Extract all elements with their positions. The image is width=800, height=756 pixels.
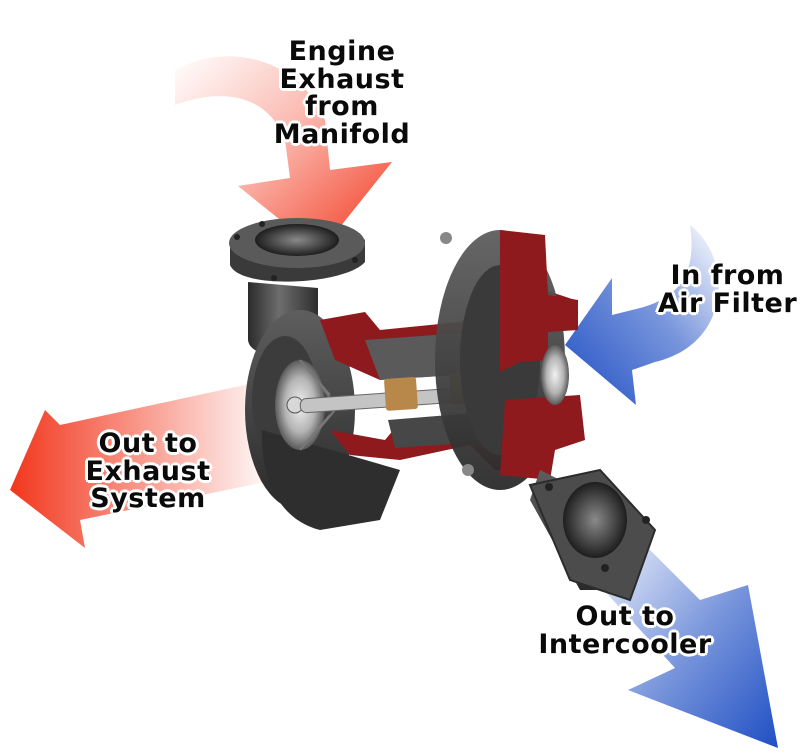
label-air-filter-line: In from bbox=[670, 260, 785, 291]
compressor-housing bbox=[435, 230, 585, 490]
exhaust-inlet-arrow bbox=[175, 56, 392, 252]
label-engine-exhaust-line: from bbox=[305, 91, 379, 123]
label-engine-exhaust-line: Engine bbox=[288, 36, 396, 67]
label-engine-exhaust: Engine Exhaust from Manifold bbox=[262, 38, 422, 148]
label-air-filter-line: Air Filter bbox=[657, 287, 798, 319]
compressor-wheel bbox=[541, 345, 569, 405]
compressor-outlet-flange bbox=[528, 468, 657, 602]
label-intercooler-line: Out to bbox=[575, 601, 675, 632]
label-engine-exhaust-line: Manifold bbox=[273, 118, 411, 150]
label-intercooler-line: Intercooler bbox=[538, 628, 712, 660]
turbocharger bbox=[229, 218, 657, 602]
label-exhaust-system-line: Exhaust System bbox=[85, 455, 211, 515]
label-exhaust-system: Out to Exhaust System bbox=[28, 430, 268, 513]
exhaust-outlet-arrow bbox=[10, 380, 275, 548]
label-intercooler: Out to Intercooler bbox=[535, 603, 715, 658]
bearing-left bbox=[384, 377, 418, 411]
label-air-filter: In from Air Filter bbox=[655, 262, 800, 317]
label-engine-exhaust-line: Exhaust bbox=[279, 63, 405, 95]
label-exhaust-system-line: Out to bbox=[98, 428, 198, 459]
air-inlet-arrow bbox=[565, 225, 719, 405]
